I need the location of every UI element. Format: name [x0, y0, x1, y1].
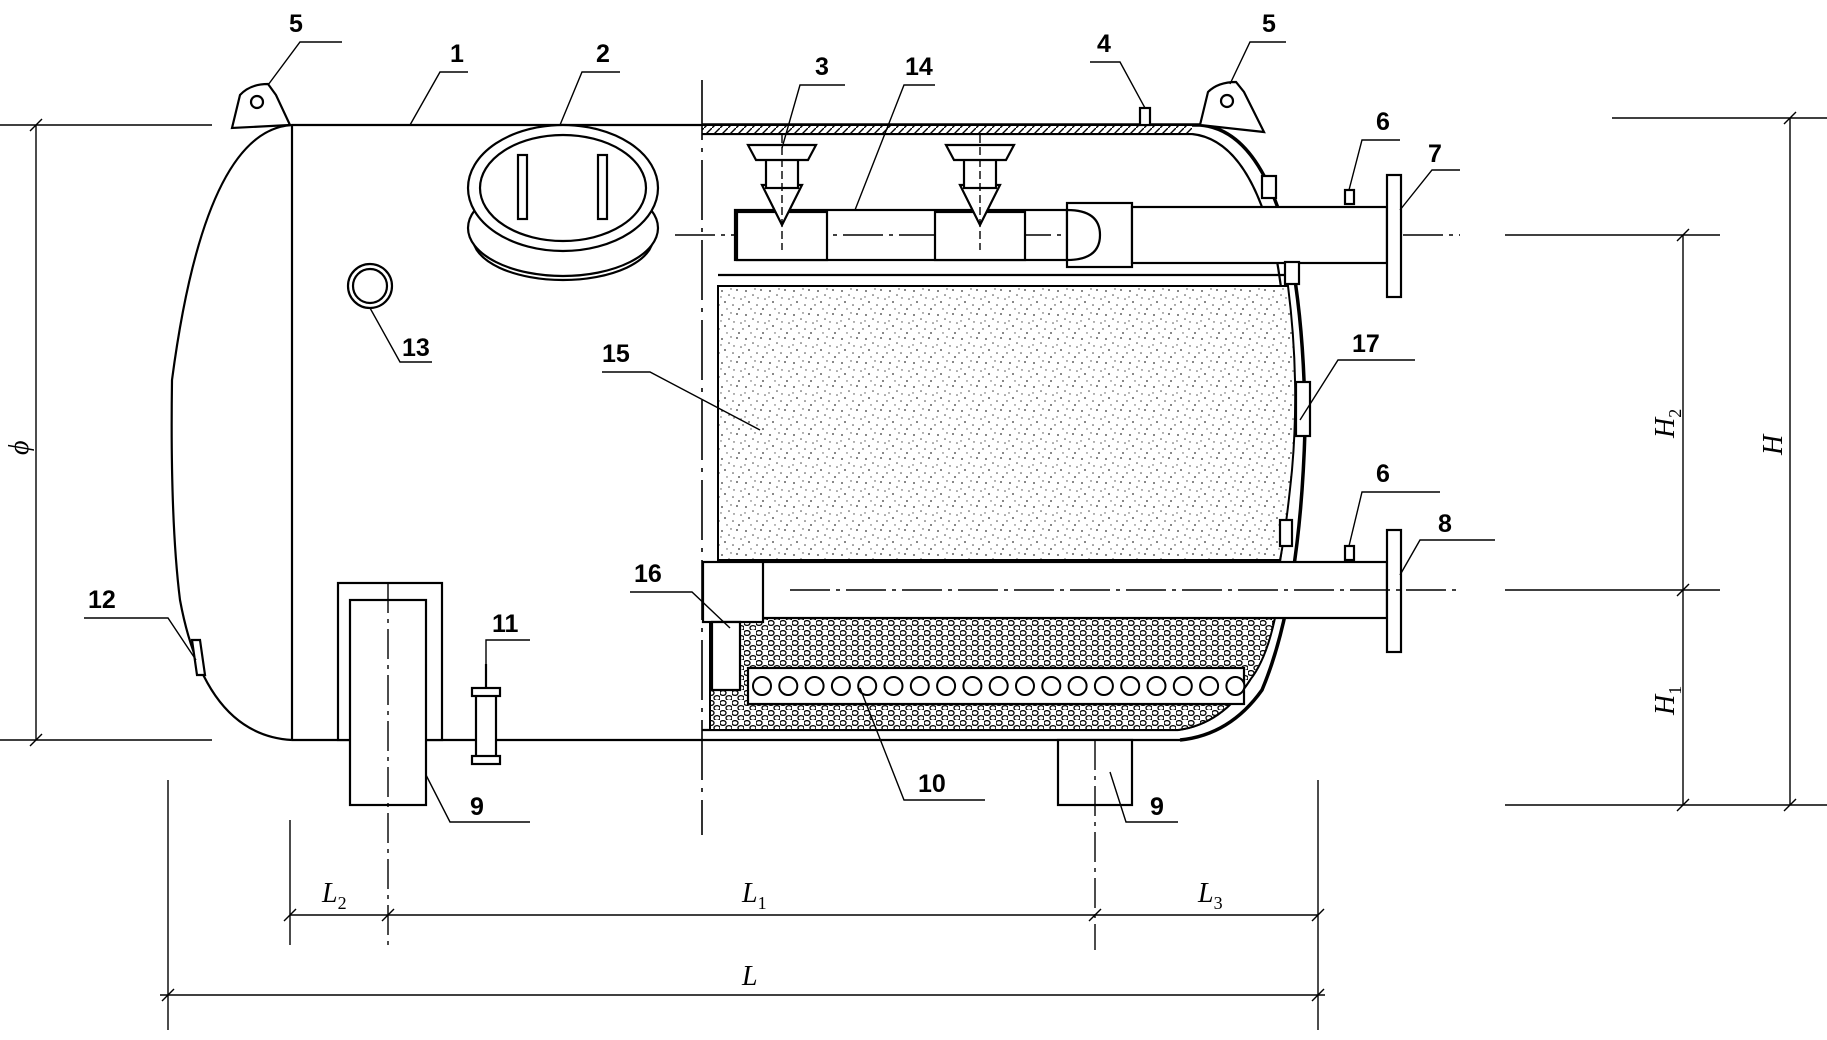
saddle-9-left	[336, 581, 444, 950]
manhole-2	[466, 123, 660, 282]
sample-valve-11	[470, 664, 502, 766]
label-6-top: 6	[1376, 108, 1390, 136]
label-6-bottom: 6	[1376, 460, 1390, 488]
label-17: 17	[1352, 330, 1380, 358]
dim-H: H	[1758, 433, 1789, 456]
collector-hole	[1041, 676, 1062, 696]
leader-lines	[84, 41, 1495, 823]
filter-media	[717, 273, 1297, 561]
collector-hole	[1146, 676, 1167, 696]
label-11: 11	[492, 610, 519, 638]
label-1: 1	[450, 40, 464, 68]
upper-pipe-14	[675, 135, 1460, 269]
label-2: 2	[596, 40, 610, 68]
collector-hole	[804, 676, 825, 696]
collector-hole	[988, 676, 1009, 696]
dim-H2: H2	[1650, 409, 1685, 439]
label-16: 16	[634, 560, 662, 588]
collector-hole	[1067, 676, 1088, 696]
label-10: 10	[918, 770, 946, 798]
collector-hole	[752, 676, 772, 696]
outlet-pipe-7	[1130, 173, 1403, 299]
label-4: 4	[1097, 30, 1111, 58]
head-nozzles-17	[1260, 174, 1312, 548]
collector-hole	[883, 676, 904, 696]
lifting-lug-5-right	[1198, 80, 1266, 134]
drain-12	[190, 638, 207, 677]
dim-phi: ϕ	[4, 441, 35, 456]
label-14: 14	[905, 53, 933, 81]
label-15: 15	[602, 340, 630, 368]
dim-L: L	[741, 961, 758, 992]
collector-hole	[1093, 676, 1114, 696]
inlet-pipe-8	[701, 528, 1460, 692]
dim-L1: L1	[741, 878, 767, 913]
collector-hole	[936, 676, 957, 696]
collector-hole	[909, 676, 930, 696]
sight-glass-13	[346, 262, 394, 310]
saddle-9-right	[1056, 738, 1134, 950]
dim-L2: L2	[321, 878, 347, 913]
dimension-lines	[0, 111, 1827, 1030]
callout-labels: 5 1 2 3 14 4 5 6 7 17 6 8 13 15 16 12 11…	[88, 10, 1452, 821]
label-7: 7	[1428, 140, 1442, 168]
dim-L3: L3	[1197, 878, 1223, 913]
collector-hole	[962, 676, 983, 696]
label-3: 3	[815, 53, 829, 81]
label-12: 12	[88, 586, 116, 614]
label-8: 8	[1438, 510, 1452, 538]
collector-hole	[1015, 676, 1035, 696]
collector-hole	[857, 676, 878, 696]
collector-hole	[1199, 676, 1220, 696]
dimension-labels: L L2 L1 L3 ϕ H H2 H1	[4, 409, 1789, 992]
collector-hole	[830, 676, 851, 696]
lifting-lug-5-left	[230, 82, 292, 130]
collector-hole	[778, 676, 799, 696]
bottom-collector-holes	[746, 666, 1246, 706]
label-9-left: 9	[470, 793, 484, 821]
label-9-right: 9	[1150, 793, 1164, 821]
dim-H1: H1	[1650, 686, 1685, 716]
vent-nozzle-4	[1138, 106, 1152, 127]
label-13: 13	[402, 334, 430, 362]
collector-hole	[1172, 676, 1193, 696]
label-5-right: 5	[1262, 10, 1276, 38]
collector-hole	[1225, 676, 1246, 696]
collector-hole	[1120, 676, 1141, 696]
label-5-left: 5	[289, 10, 303, 38]
